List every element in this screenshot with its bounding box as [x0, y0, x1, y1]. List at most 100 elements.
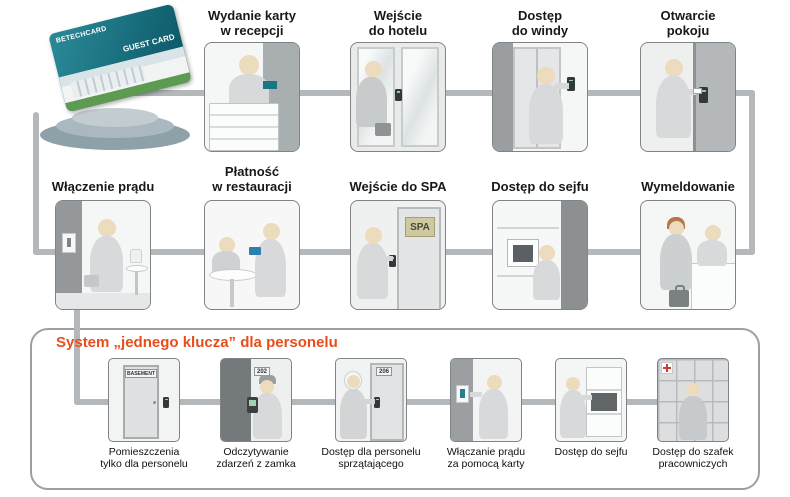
floor: [56, 293, 150, 309]
guest-key-card: BETECHCARD GUEST CARD: [48, 3, 192, 113]
table-leg: [230, 279, 234, 307]
scene-room-opening: [640, 42, 736, 152]
safe-door: [513, 245, 533, 262]
arm: [383, 256, 393, 261]
step-title-room-open: Otwarcie pokoju: [660, 8, 716, 39]
person-body: [479, 389, 508, 439]
scene-power-by-card: [450, 358, 522, 442]
arm: [364, 399, 375, 404]
scene-staff-lockers: [657, 358, 729, 442]
staff-caption-lock-events: Odczytywanie zdarzeń z zamka: [216, 446, 296, 471]
scene-checkout: [640, 200, 736, 310]
staff-caption-lockers: Dostęp do szafek pracowniczych: [652, 446, 734, 471]
scene-restaurant-payment: [204, 200, 300, 310]
person-head: [365, 227, 382, 244]
key-card: [263, 81, 277, 89]
arm: [580, 395, 592, 400]
reader-screen: [249, 400, 256, 406]
briefcase: [84, 275, 99, 287]
person-head: [686, 383, 700, 397]
card-reader: [699, 87, 708, 103]
spa-sign: SPA: [405, 217, 435, 237]
person-body: [529, 84, 563, 144]
safe-box: [591, 393, 617, 411]
person-body: [656, 76, 691, 138]
card-reader: [567, 77, 575, 91]
scene-spa-entrance: SPA: [350, 200, 446, 310]
step-title-card-issue: Wydanie karty w recepcji: [208, 8, 296, 39]
staff-caption-cleaning: Dostęp dla personelu sprzątającego: [321, 446, 421, 471]
step-title-restaurant: Płatność w restauracji: [212, 164, 292, 195]
staff-section-title: System „jednego klucza” dla personelu: [56, 334, 338, 351]
step-title-power: Włączenie prądu: [51, 179, 155, 194]
shelf: [497, 227, 559, 229]
card-reader: [395, 89, 402, 101]
step-title-safe: Dostęp do sejfu: [491, 179, 589, 194]
briefcase: [375, 123, 391, 136]
card-reader: [374, 397, 380, 408]
person-body: [212, 251, 240, 273]
person-head: [98, 219, 116, 237]
step-title-spa: Wejście do SPA: [349, 179, 447, 194]
person-head: [566, 377, 580, 391]
wall: [561, 201, 587, 309]
card-reader: [163, 397, 169, 408]
step-title-hotel-entrance: Wejście do hotelu: [368, 8, 428, 39]
person-head: [537, 67, 555, 85]
scene-hotel-entrance: [350, 42, 446, 152]
reception-desk: [691, 263, 735, 309]
connector-right-down: [749, 90, 755, 255]
suitcase-handle: [675, 285, 685, 291]
person-body: [533, 260, 560, 300]
person-head: [263, 223, 280, 240]
shelf: [587, 389, 621, 391]
wall: [493, 43, 513, 151]
key-card: [693, 88, 702, 94]
scene-cleaning-access: 206: [335, 358, 407, 442]
door: [221, 359, 251, 441]
glass-door-right: [401, 47, 439, 147]
room-number-plate: 206: [376, 367, 392, 376]
cross-icon: [663, 367, 671, 369]
reception-desk: [209, 103, 279, 151]
person-head: [260, 380, 274, 394]
switch-slot: [67, 238, 71, 247]
connector-staff-down: [74, 255, 80, 405]
scene-card-issue-reception: [204, 42, 300, 152]
arm: [555, 83, 569, 89]
staff-caption-safe: Dostęp do sejfu: [554, 446, 628, 458]
person-body: [660, 234, 692, 290]
connector-left-down: [33, 112, 39, 255]
arm: [683, 89, 696, 95]
scene-staff-safe: [555, 358, 627, 442]
step-title-elevator: Dostęp do windy: [511, 8, 569, 39]
staff-caption-rooms: Pomieszczenia tylko dla personelu: [100, 446, 188, 471]
staff-caption-power: Włączanie prądu za pomocą karty: [446, 446, 526, 471]
disc-small: [72, 108, 158, 127]
door-knob: [153, 401, 156, 404]
scene-lock-events: 202: [220, 358, 292, 442]
person-body: [357, 243, 388, 299]
person-body: [697, 240, 727, 266]
person-head: [219, 237, 235, 253]
scene-power-on: [55, 200, 151, 310]
guest-card-graphic: BETECHCARD GUEST CARD: [40, 3, 200, 158]
shelf: [587, 413, 621, 415]
suitcase: [669, 290, 689, 307]
person-head: [487, 375, 502, 390]
person-head: [347, 375, 360, 388]
person-body: [229, 74, 269, 106]
cap: [259, 375, 276, 384]
person-head: [539, 245, 555, 261]
shelf: [497, 275, 559, 277]
person-head: [239, 55, 259, 75]
person-body: [679, 396, 707, 440]
person-head: [665, 59, 683, 77]
person-head: [705, 225, 721, 241]
person-head: [669, 221, 684, 236]
scene-safe-access: [492, 200, 588, 310]
person-body: [356, 77, 387, 127]
person-body: [340, 389, 367, 439]
step-title-checkout: Wymeldowanie: [641, 179, 735, 194]
